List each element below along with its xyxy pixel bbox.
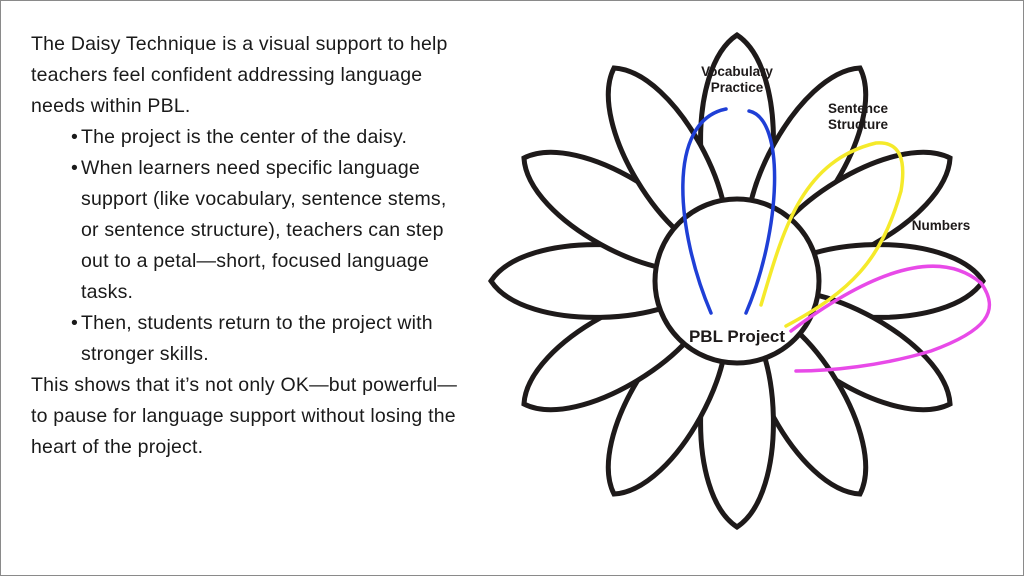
bullet-item: • The project is the center of the daisy… [31, 122, 461, 153]
sentence-structure-label-line1: Sentence [828, 101, 889, 116]
intro-text: The Daisy Technique is a visual support … [31, 33, 448, 117]
daisy-center [652, 196, 822, 366]
bullet-item: • Then, students return to the project w… [31, 308, 461, 370]
conclusion-text: This shows that it’s not only OK—but pow… [31, 374, 458, 458]
bullet-text: When learners need specific language sup… [81, 157, 447, 303]
text-panel: The Daisy Technique is a visual support … [31, 29, 461, 463]
daisy-diagram: Vocabulary Practice Sentence Structure N… [488, 32, 992, 530]
vocabulary-loop [681, 107, 777, 315]
vocabulary-label-line2: Practice [711, 80, 764, 95]
numbers-loop [789, 264, 992, 373]
vocabulary-label-line1: Vocabulary [701, 64, 773, 79]
sentence-structure-loop [759, 141, 905, 328]
bullet-list: • The project is the center of the daisy… [31, 122, 461, 370]
bullet-marker: • [71, 126, 79, 148]
bullet-text: The project is the center of the daisy. [81, 126, 408, 148]
numbers-label: Numbers [912, 218, 971, 233]
bullet-item: • When learners need specific language s… [31, 153, 461, 308]
sentence-structure-label-line2: Structure [828, 117, 889, 132]
bullet-marker: • [71, 157, 79, 179]
bullet-text: Then, students return to the project wit… [81, 312, 433, 365]
bullet-marker: • [71, 312, 79, 334]
center-label: PBL Project [689, 327, 785, 346]
